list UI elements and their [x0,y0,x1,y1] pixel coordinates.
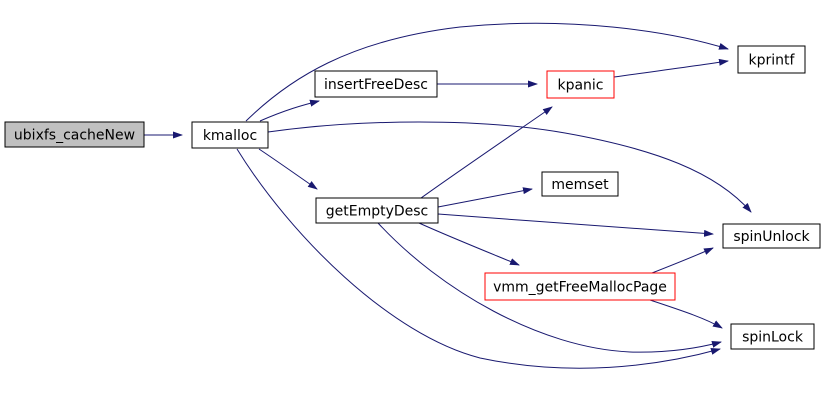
node-label-kmalloc: kmalloc [203,128,257,144]
node-box-spinLock[interactable] [730,323,815,350]
node-kpanic[interactable]: kpanic [546,70,615,99]
node-label-getEmptyDesc: getEmptyDesc [326,204,429,220]
node-box-kpanic[interactable] [546,70,615,99]
node-label-kpanic: kpanic [557,78,603,94]
edge-getEmptyDesc-to-spinUnlock [437,213,714,237]
edges-layer [144,22,752,369]
node-getEmptyDesc[interactable]: getEmptyDesc [315,197,439,224]
node-box-memset[interactable] [541,171,619,197]
edge-kmalloc-to-kprintf [245,22,729,122]
edge-getEmptyDesc-to-spinLock [377,222,722,353]
node-spinUnlock[interactable]: spinUnlock [722,223,821,249]
edge-getEmptyDesc-to-kpanic [420,106,553,199]
node-kprintf[interactable]: kprintf [737,45,806,74]
edge-vmm_getFreeMallocPage-to-spinUnlock [651,247,714,274]
node-label-ubixfs_cacheNew: ubixfs_cacheNew [14,128,135,144]
node-memset[interactable]: memset [541,171,619,197]
node-label-spinLock: spinLock [742,330,804,346]
edge-kmalloc-to-spinLock [236,148,721,369]
node-vmm_getFreeMallocPage[interactable]: vmm_getFreeMallocPage [484,272,676,301]
edge-kmalloc-to-insertFreeDesc [259,99,320,122]
node-label-insertFreeDesc: insertFreeDesc [324,77,428,93]
edge-vmm_getFreeMallocPage-to-spinLock [649,299,723,329]
node-label-spinUnlock: spinUnlock [733,229,810,245]
node-label-kprintf: kprintf [749,53,796,69]
node-box-ubixfs_cacheNew [4,121,145,148]
node-kmalloc[interactable]: kmalloc [191,121,269,149]
edge-kmalloc-to-spinUnlock [267,121,752,213]
nodes-layer: ubixfs_cacheNew kmalloc insertFreeDesc kpan… [4,45,821,350]
node-box-spinUnlock[interactable] [722,223,821,249]
edge-kpanic-to-kprintf [613,58,729,78]
node-label-memset: memset [551,177,609,193]
node-ubixfs_cacheNew: ubixfs_cacheNew [4,121,145,148]
node-box-kprintf[interactable] [737,45,806,74]
node-box-kmalloc[interactable] [191,121,269,149]
node-spinLock[interactable]: spinLock [730,323,815,350]
edge-kmalloc-to-getEmptyDesc [258,148,318,190]
node-box-getEmptyDesc[interactable] [315,197,439,224]
edge-getEmptyDesc-to-memset [437,187,533,208]
node-box-insertFreeDesc[interactable] [314,70,438,98]
node-box-vmm_getFreeMallocPage[interactable] [484,272,676,301]
node-label-vmm_getFreeMallocPage: vmm_getFreeMallocPage [493,280,667,296]
edge-getEmptyDesc-to-vmm_getFreeMallocPage [418,222,520,266]
node-insertFreeDesc[interactable]: insertFreeDesc [314,70,438,98]
